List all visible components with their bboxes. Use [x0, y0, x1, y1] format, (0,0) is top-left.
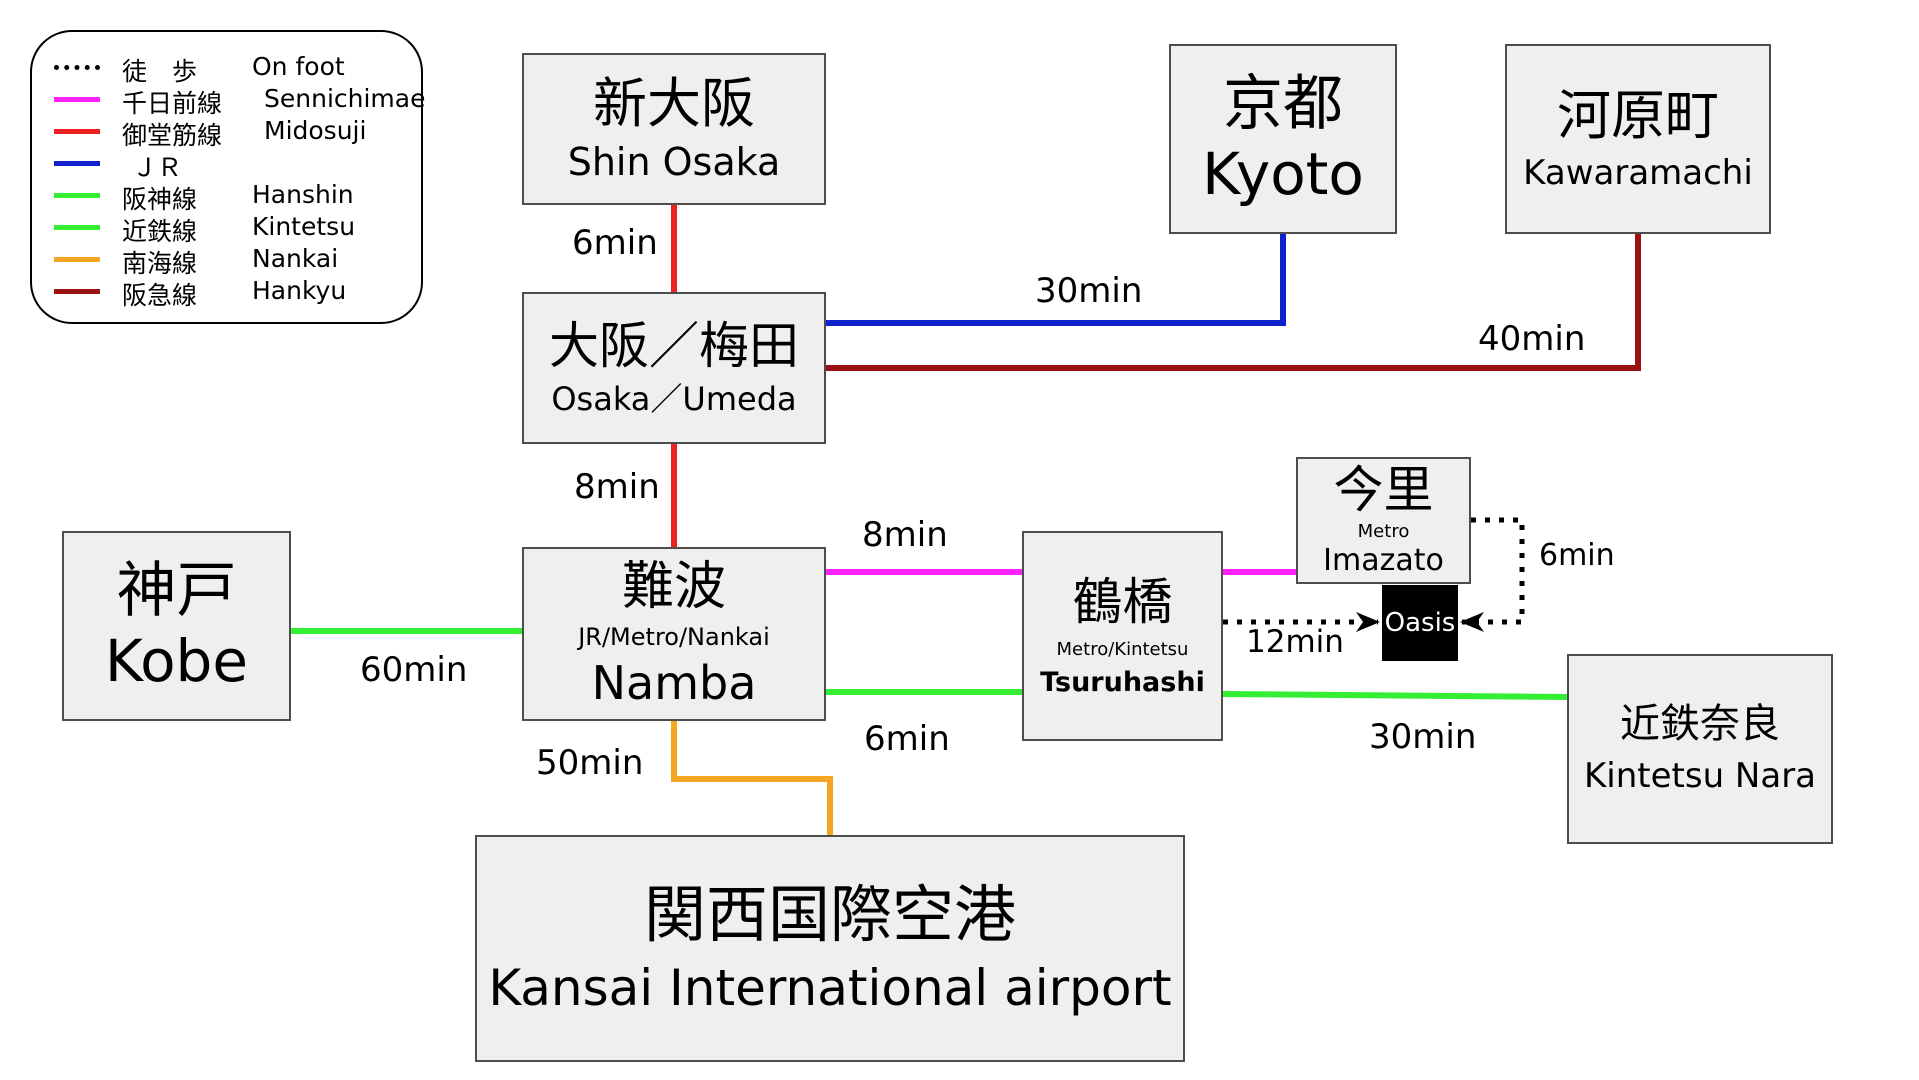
station-name-en: Kyoto	[1202, 140, 1364, 209]
station-name-jp: 鶴橋	[1072, 573, 1173, 632]
legend-swatch	[54, 257, 100, 262]
station-name-en: Imazato	[1323, 543, 1444, 579]
station-name-en: Shin Osaka	[567, 140, 781, 185]
legend-swatch	[54, 225, 100, 230]
duration-label: 8min	[862, 515, 948, 555]
station-name-jp: 近鉄奈良	[1620, 701, 1780, 748]
station-name-jp: 難波	[621, 556, 726, 617]
legend-swatch	[54, 193, 100, 198]
station-name-jp: 新大阪	[593, 72, 755, 136]
legend-item-sennichimae: 千日前線 Sennichimae	[54, 82, 425, 118]
duration-label: 60min	[360, 650, 468, 690]
duration-label: 40min	[1478, 319, 1586, 359]
legend-label-jp: 近鉄線	[122, 217, 198, 246]
legend-label-en: Sennichimae	[264, 84, 426, 113]
station-imazato[interactable]: 今里 Metro Imazato	[1296, 457, 1471, 584]
station-kawaramachi[interactable]: 河原町 Kawaramachi	[1505, 44, 1771, 234]
legend-swatch	[54, 129, 100, 134]
duration-label: 6min	[864, 719, 950, 759]
station-osaka-umeda[interactable]: 大阪／梅田 Osaka／Umeda	[522, 292, 826, 444]
station-shin-osaka[interactable]: 新大阪 Shin Osaka	[522, 53, 826, 205]
station-tsuruhashi[interactable]: 鶴橋 Metro/Kintetsu Tsuruhashi	[1022, 531, 1223, 741]
station-name-en: Namba	[591, 656, 757, 711]
station-name-jp: 大阪／梅田	[549, 316, 799, 375]
legend-item-jr: ＪＲ	[54, 146, 414, 182]
legend-label-jp: ＪＲ	[132, 153, 183, 182]
station-name-en: Kobe	[104, 627, 249, 696]
station-name-jp: 神戸	[116, 556, 237, 627]
legend-label-en: Nankai	[252, 244, 339, 273]
station-operators: Metro	[1357, 520, 1410, 542]
station-kintetsu-nara[interactable]: 近鉄奈良 Kintetsu Nara	[1567, 654, 1833, 844]
duration-label: 30min	[1035, 271, 1143, 311]
legend-label-jp: 南海線	[122, 249, 198, 278]
legend-swatch	[54, 97, 100, 102]
duration-label: 8min	[574, 467, 660, 507]
station-name-jp: 今里	[1333, 461, 1434, 520]
legend-swatch	[54, 161, 100, 166]
legend-label-en: Kintetsu	[252, 212, 356, 241]
station-kyoto[interactable]: 京都 Kyoto	[1169, 44, 1397, 234]
route-line-imazato-oasis-walk	[1460, 517, 1525, 632]
station-name-en: Osaka／Umeda	[551, 380, 797, 419]
duration-label: 50min	[536, 743, 644, 783]
station-namba[interactable]: 難波 JR/Metro/Nankai Namba	[522, 547, 826, 721]
station-kansai-airport[interactable]: 関西国際空港 Kansai International airport	[475, 835, 1185, 1062]
station-operators: JR/Metro/Nankai	[578, 622, 770, 651]
legend-label-en: Hanshin	[252, 180, 354, 209]
station-name-jp: 京都	[1223, 69, 1343, 140]
route-line-umeda-kyoto	[826, 234, 1286, 326]
legend-label-jp: 阪神線	[122, 185, 198, 214]
station-name-jp: 関西国際空港	[643, 878, 1016, 952]
station-name-en: Kawaramachi	[1523, 152, 1753, 193]
route-line-tsuruhashi-nara	[1222, 691, 1568, 700]
legend: 徒 歩 On foot 千日前線 Sennichimae 御堂筋線 Midosu…	[30, 30, 425, 324]
station-name-en: Tsuruhashi	[1040, 666, 1205, 698]
legend-label-jp: 千日前線	[122, 89, 223, 118]
legend-label-en: Hankyu	[252, 276, 347, 305]
legend-item-kintetsu: 近鉄線 Kintetsu	[54, 210, 414, 246]
station-kobe[interactable]: 神戸 Kobe	[62, 531, 291, 721]
legend-label-jp: 御堂筋線	[122, 121, 223, 150]
duration-label: 30min	[1369, 717, 1477, 757]
station-name-en: Kansai International airport	[488, 959, 1172, 1018]
station-name-jp: 河原町	[1557, 84, 1719, 148]
duration-label: 12min	[1246, 624, 1344, 660]
station-name-en: Kintetsu Nara	[1583, 756, 1817, 797]
legend-item-hankyu: 阪急線 Hankyu	[54, 274, 414, 310]
legend-swatch	[54, 65, 100, 70]
legend-swatch	[54, 289, 100, 294]
legend-label-jp: 徒 歩	[122, 57, 198, 86]
station-name-en: Oasis	[1384, 608, 1456, 638]
duration-label: 6min	[1539, 538, 1615, 573]
legend-item-nankai: 南海線 Nankai	[54, 242, 414, 278]
legend-item-midosuji: 御堂筋線 Midosuji	[54, 114, 414, 150]
route-line-umeda-kawaramachi	[826, 234, 1641, 371]
legend-item-walk: 徒 歩 On foot	[54, 50, 414, 86]
route-line-namba-airport	[671, 721, 833, 835]
legend-label-en: Midosuji	[264, 116, 367, 145]
duration-label: 6min	[572, 223, 658, 263]
station-oasis[interactable]: Oasis	[1382, 585, 1458, 661]
station-operators: Metro/Kintetsu	[1056, 638, 1189, 660]
legend-label-en: On foot	[252, 52, 345, 81]
legend-label-jp: 阪急線	[122, 281, 198, 310]
legend-item-hanshin: 阪神線 Hanshin	[54, 178, 414, 214]
